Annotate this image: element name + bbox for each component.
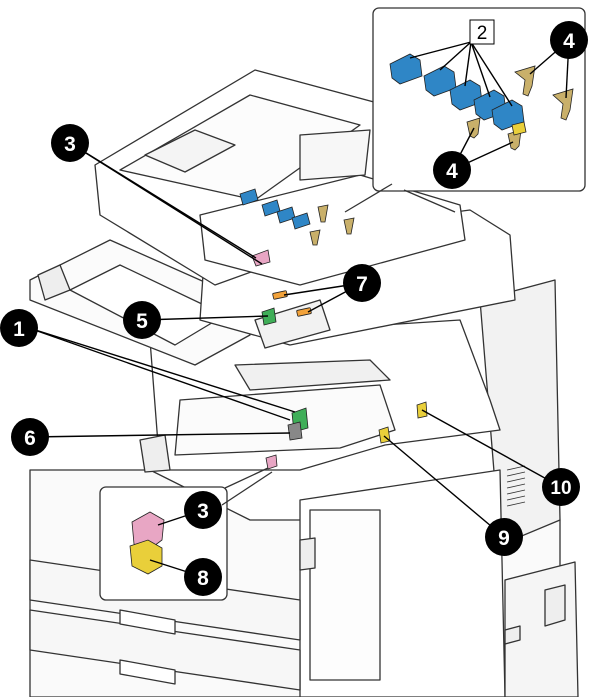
callout-6: 6 xyxy=(11,418,49,456)
callout-1: 1 xyxy=(0,309,38,347)
callout-2-label: 2 xyxy=(477,23,488,44)
callout-8: 8 xyxy=(184,558,222,596)
feeder-lid-top xyxy=(119,94,361,201)
inset-bracket-2 xyxy=(552,88,574,121)
output-tray xyxy=(174,384,396,456)
paper-tray-2 xyxy=(29,609,301,691)
small-blue-cartridge-1 xyxy=(239,188,259,206)
leader-lines xyxy=(25,39,570,578)
callout-1-label: 1 xyxy=(13,318,25,341)
callout-5: 5 xyxy=(123,301,161,339)
yellow-holder-large xyxy=(129,539,163,575)
orange-pad-1 xyxy=(272,290,288,300)
callout-9-label: 9 xyxy=(498,527,510,550)
callout-3-bottom: 3 xyxy=(184,491,222,529)
small-bracket-2 xyxy=(343,217,355,235)
callout-7: 7 xyxy=(343,264,381,302)
callout-3-top-label: 3 xyxy=(64,133,76,156)
callout-10: 10 xyxy=(542,468,580,506)
callout-4-middle-label: 4 xyxy=(446,160,458,183)
parts-on-printer xyxy=(239,188,428,470)
callout-9: 9 xyxy=(485,518,523,556)
blue-cartridge-1 xyxy=(389,53,423,85)
small-blue-cartridge-4 xyxy=(291,212,311,230)
callout-8-label: 8 xyxy=(197,567,209,590)
callout-3-top: 3 xyxy=(51,124,89,162)
callout-badges: 1 2 3 3 4 4 5 xyxy=(0,19,588,596)
small-bracket-1 xyxy=(317,204,329,223)
callout-4-top: 4 xyxy=(550,21,588,59)
pink-small-part xyxy=(265,454,278,470)
side-vent xyxy=(506,465,526,507)
callout-3-bottom-label: 3 xyxy=(197,500,209,523)
small-bracket-3 xyxy=(309,229,321,246)
callout-6-label: 6 xyxy=(24,427,36,450)
callout-10-label: 10 xyxy=(550,478,571,499)
callout-5-label: 5 xyxy=(136,310,148,333)
inset-bracket-5 xyxy=(511,121,527,136)
callout-4-middle: 4 xyxy=(433,151,471,189)
callout-4-top-label: 4 xyxy=(563,30,575,53)
green-knob xyxy=(261,307,277,326)
pink-lever-large xyxy=(131,511,165,553)
yellow-part-9 xyxy=(378,426,391,444)
callout-2: 2 xyxy=(469,19,495,45)
callout-7-label: 7 xyxy=(356,273,368,296)
pink-lever-top xyxy=(251,249,271,267)
